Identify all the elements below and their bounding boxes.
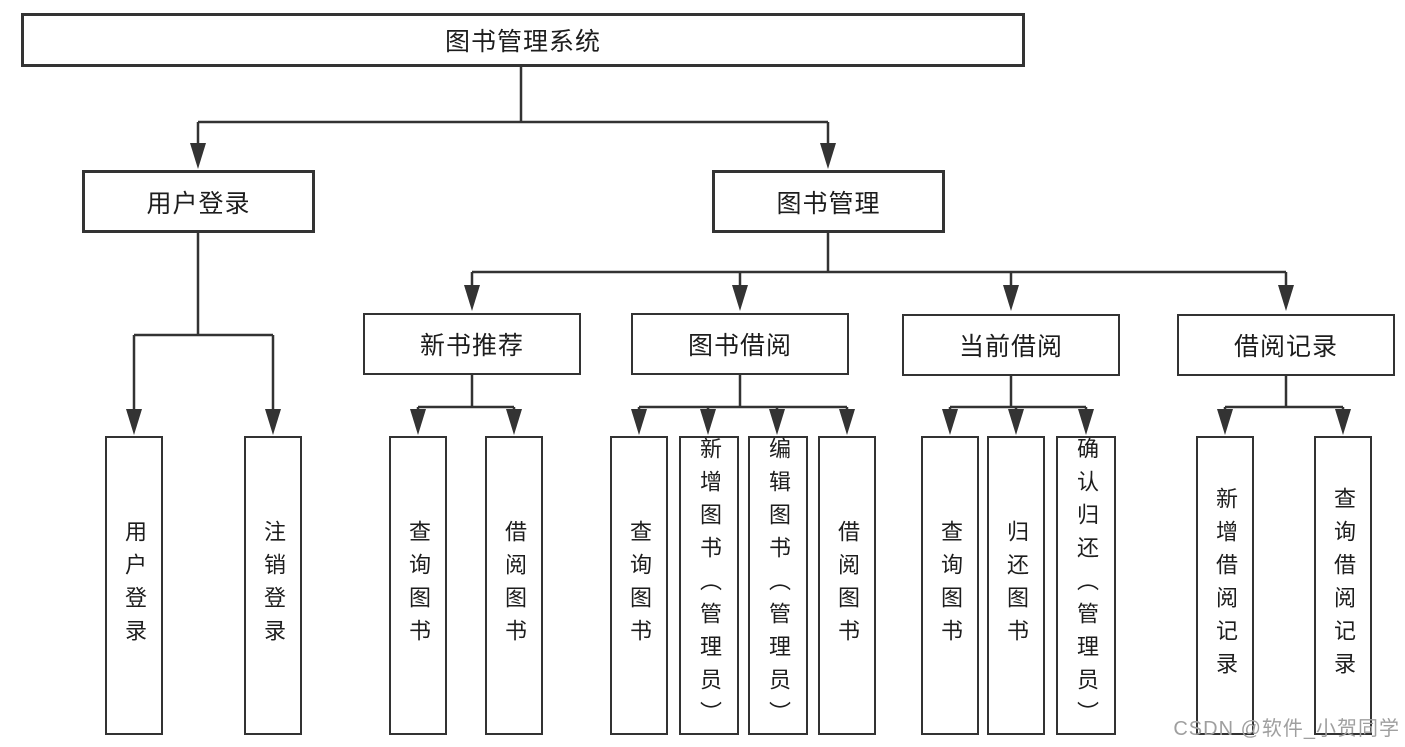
arrow-down-icon	[506, 409, 522, 435]
arrow-down-icon	[1217, 409, 1233, 435]
connector-borrow-records-to-leaves	[1223, 375, 1345, 412]
node-label: 图书管理系统	[444, 28, 601, 56]
leaf-label: 归还图书	[1004, 519, 1029, 652]
arrow-down-icon	[839, 409, 855, 435]
leaf-label: 借阅图书	[502, 519, 527, 652]
arrow-down-icon	[1278, 285, 1294, 311]
connector-new-book-to-leaves	[416, 374, 516, 412]
connector-root-to-level2	[196, 67, 830, 145]
leaf-label: 确认归还（管理员）	[1074, 437, 1099, 734]
leaf-label: 注销登录	[261, 519, 286, 652]
arrow-down-icon	[1008, 409, 1024, 435]
leaf-query-borrow-record: 查询借阅记录	[1314, 436, 1372, 735]
leaf-borrow-books-recommend: 借阅图书	[485, 436, 543, 735]
node-label: 新书推荐	[419, 332, 524, 360]
leaf-edit-book-admin: 编辑图书（管理员）	[748, 436, 808, 735]
leaf-label: 查询图书	[406, 519, 431, 652]
node-label: 图书管理	[776, 189, 881, 218]
node-label: 用户登录	[146, 189, 251, 218]
arrow-down-icon	[265, 409, 281, 435]
leaf-return-books: 归还图书	[987, 436, 1045, 735]
leaf-label: 新增借阅记录	[1213, 486, 1238, 685]
leaf-query-books-borrow: 查询图书	[610, 436, 668, 735]
node-user-login: 用户登录	[82, 170, 315, 233]
leaf-confirm-return-admin: 确认归还（管理员）	[1056, 436, 1116, 735]
arrow-down-icon	[410, 409, 426, 435]
leaf-query-books-current: 查询图书	[921, 436, 979, 735]
node-borrow-records: 借阅记录	[1177, 314, 1395, 376]
leaf-add-borrow-record: 新增借阅记录	[1196, 436, 1254, 735]
connector-user-login-to-leaves	[132, 232, 275, 411]
arrow-down-icon	[1078, 409, 1094, 435]
arrow-down-icon	[1335, 409, 1351, 435]
arrow-down-icon	[769, 409, 785, 435]
arrow-down-icon	[942, 409, 958, 435]
node-label: 图书借阅	[687, 332, 792, 360]
leaf-query-books-recommend: 查询图书	[389, 436, 447, 735]
leaf-label: 借阅图书	[835, 519, 860, 652]
arrow-down-icon	[820, 143, 836, 169]
leaf-add-book-admin: 新增图书（管理员）	[679, 436, 739, 735]
leaf-label: 查询图书	[627, 519, 652, 652]
node-label: 当前借阅	[958, 333, 1063, 361]
leaf-label: 查询图书	[938, 519, 963, 652]
node-book-management: 图书管理	[712, 170, 945, 233]
leaf-logout: 注销登录	[244, 436, 302, 735]
connector-book-borrow-to-leaves	[637, 374, 849, 412]
arrow-down-icon	[190, 143, 206, 169]
node-current-borrow: 当前借阅	[902, 314, 1120, 376]
leaf-label: 查询借阅记录	[1331, 486, 1356, 685]
leaf-label: 编辑图书（管理员）	[766, 437, 791, 734]
connector-current-borrow-to-leaves	[948, 375, 1088, 412]
arrow-down-icon	[631, 409, 647, 435]
leaf-label: 用户登录	[122, 519, 147, 652]
arrow-down-icon	[732, 285, 748, 311]
leaf-user-login: 用户登录	[105, 436, 163, 735]
arrow-down-icon	[126, 409, 142, 435]
leaf-borrow-books: 借阅图书	[818, 436, 876, 735]
arrow-down-icon	[700, 409, 716, 435]
watermark: CSDN @软件_小贺同学	[1173, 718, 1400, 740]
connector-book-management-to-level3	[470, 232, 1288, 287]
arrow-down-icon	[1003, 285, 1019, 311]
node-label: 借阅记录	[1233, 333, 1338, 361]
arrow-down-icon	[464, 285, 480, 311]
node-new-book-recommend: 新书推荐	[363, 313, 581, 375]
leaf-label: 新增图书（管理员）	[697, 437, 722, 734]
node-book-borrow: 图书借阅	[631, 313, 849, 375]
node-book-management-system: 图书管理系统	[21, 13, 1025, 67]
